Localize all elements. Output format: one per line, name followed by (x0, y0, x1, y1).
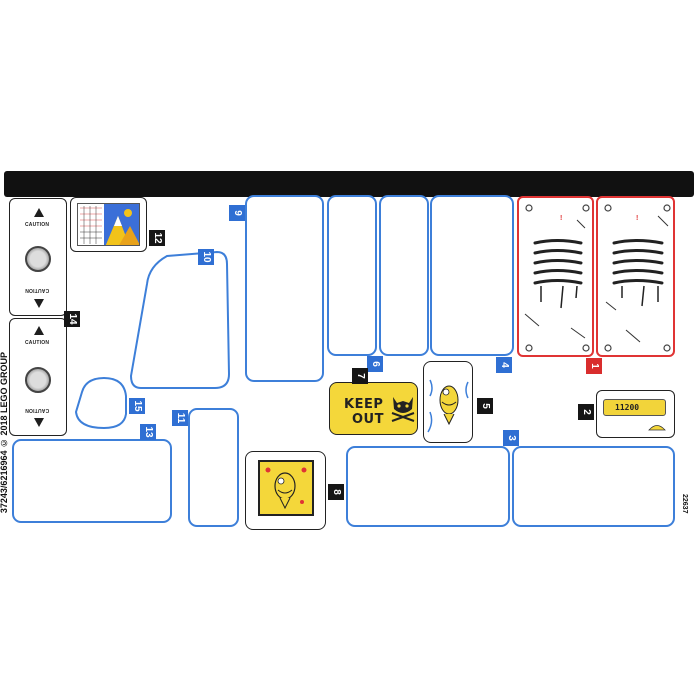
sticker-14-upper[interactable]: CAUTION CAUTION (9, 198, 67, 316)
fish-drawing-icon (427, 379, 469, 433)
sheet-code: 22637 (681, 494, 688, 514)
keep-out-line2: OUT (352, 412, 384, 427)
number-13: 13 (140, 424, 156, 440)
svg-text:!: ! (560, 215, 562, 222)
sticker-5[interactable] (423, 361, 473, 443)
number-14: 14 (64, 311, 80, 327)
number-15: 15 (129, 398, 145, 414)
display-readout: 11200 (615, 403, 640, 412)
sticker-11[interactable] (188, 408, 239, 527)
sticker-3-left[interactable] (346, 446, 510, 527)
sticker-9[interactable] (245, 195, 324, 382)
number-5: 5 (477, 398, 493, 414)
number-6: 6 (367, 356, 383, 372)
arrow-down-icon (34, 299, 44, 308)
number-8: 8 (328, 484, 344, 500)
sticker-4[interactable] (430, 195, 514, 356)
caution-label: CAUTION (25, 287, 50, 293)
vent-bars-icon: ! (604, 204, 671, 352)
number-9: 9 (229, 205, 245, 221)
number-3: 3 (503, 430, 519, 446)
sticker-6-left[interactable] (327, 195, 377, 356)
sticker-13[interactable] (12, 439, 172, 523)
yellow-display: 11200 (603, 399, 666, 416)
number-11: 11 (172, 410, 188, 426)
sticker-6-right[interactable] (379, 195, 429, 356)
number-7: 7 (352, 368, 368, 384)
sticker-14-lower[interactable]: CAUTION CAUTION (9, 318, 67, 436)
arrow-up-icon (34, 208, 44, 217)
sticker-12[interactable] (70, 197, 147, 252)
number-1: 1 (586, 358, 602, 374)
fish-poster-icon (258, 460, 314, 516)
gauge-small-icon (648, 425, 666, 431)
keep-out-line1: KEEP (344, 397, 384, 412)
sticker-1-left[interactable]: ! (517, 196, 594, 357)
sticker-15[interactable] (72, 374, 132, 432)
sticker-7-keep-out[interactable]: KEEP OUT (329, 382, 418, 435)
mountain-screen-icon (77, 203, 140, 246)
sticker-1-right[interactable]: ! (596, 196, 675, 357)
cat-skull-icon (391, 397, 415, 422)
number-10: 10 (198, 249, 214, 265)
caution-label: CAUTION (25, 340, 50, 346)
number-2: 2 (578, 404, 594, 420)
gauge-icon (25, 246, 51, 272)
arrow-up-icon (34, 326, 44, 335)
vent-bars-icon: ! (524, 204, 590, 352)
sticker-10[interactable] (127, 244, 231, 394)
arrow-down-icon (34, 418, 44, 427)
caution-label: CAUTION (25, 407, 50, 413)
top-black-strip (4, 171, 694, 197)
number-4: 4 (496, 357, 512, 373)
caution-label: CAUTION (25, 222, 50, 228)
copyright-text: 37243/6216964 © 2018 LEGO GROUP (0, 352, 9, 514)
sticker-3-right[interactable] (512, 446, 675, 527)
gauge-icon (25, 367, 51, 393)
svg-text:!: ! (636, 215, 638, 222)
